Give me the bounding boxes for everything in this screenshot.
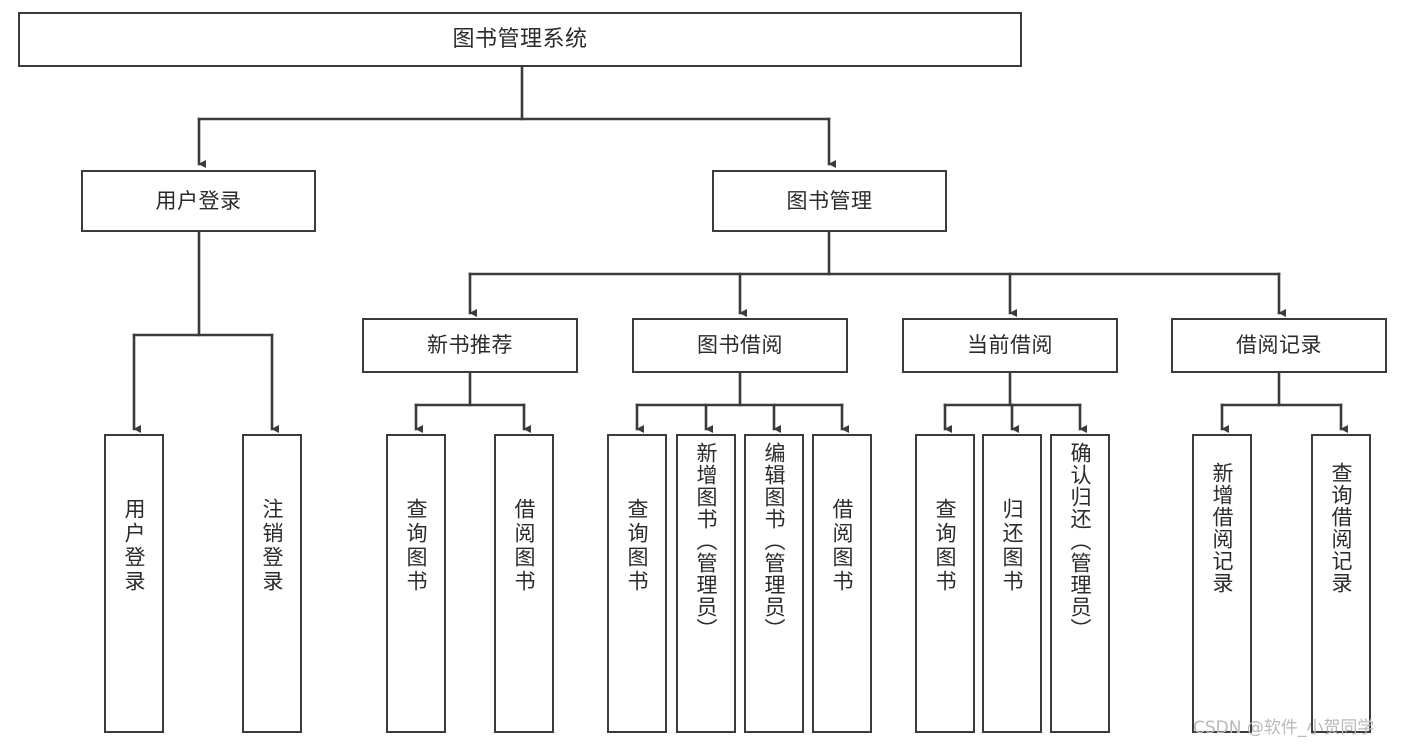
node-leaf-borrow-book-2[interactable]: 借阅图书 xyxy=(812,434,872,733)
node-leaf-query-book-2-label: 查询图书 xyxy=(625,498,650,594)
node-leaf-query-book-1[interactable]: 查询图书 xyxy=(386,434,446,733)
node-root-label: 图书管理系统 xyxy=(452,26,588,52)
node-leaf-query-book-1-label: 查询图书 xyxy=(404,498,429,594)
node-leaf-user-login[interactable]: 用户登录 xyxy=(104,434,164,733)
node-borrow-record-label: 借阅记录 xyxy=(1236,333,1322,358)
node-leaf-query-book-3[interactable]: 查询图书 xyxy=(915,434,975,733)
node-current-borrow[interactable]: 当前借阅 xyxy=(902,318,1118,373)
node-leaf-user-logout[interactable]: 注销登录 xyxy=(242,434,302,733)
node-leaf-add-record[interactable]: 新增借阅记录 xyxy=(1192,434,1252,733)
node-leaf-edit-book[interactable]: 编辑图书（管理员） xyxy=(744,434,804,733)
node-new-book-rec-label: 新书推荐 xyxy=(427,333,513,358)
node-leaf-add-book[interactable]: 新增图书（管理员） xyxy=(676,434,736,733)
node-leaf-user-logout-label: 注销登录 xyxy=(260,498,285,594)
node-new-book-rec[interactable]: 新书推荐 xyxy=(362,318,578,373)
node-leaf-return-book[interactable]: 归还图书 xyxy=(982,434,1042,733)
node-borrow-record[interactable]: 借阅记录 xyxy=(1171,318,1387,373)
node-leaf-confirm-return[interactable]: 确认归还（管理员） xyxy=(1050,434,1110,733)
node-current-borrow-label: 当前借阅 xyxy=(967,333,1053,358)
node-leaf-query-record-label: 查询借阅记录 xyxy=(1329,462,1354,594)
node-book-borrow[interactable]: 图书借阅 xyxy=(632,318,848,373)
node-leaf-return-book-label: 归还图书 xyxy=(1000,498,1025,594)
node-leaf-user-login-label: 用户登录 xyxy=(122,498,147,594)
node-leaf-add-book-label: 新增图书（管理员） xyxy=(694,442,719,640)
node-leaf-borrow-book-1-label: 借阅图书 xyxy=(512,498,537,594)
node-leaf-query-book-2[interactable]: 查询图书 xyxy=(607,434,667,733)
node-book-borrow-label: 图书借阅 xyxy=(697,333,783,358)
csdn-watermark: CSDN @软件_小贺同学 xyxy=(1193,718,1375,738)
node-leaf-borrow-book-1[interactable]: 借阅图书 xyxy=(494,434,554,733)
node-root[interactable]: 图书管理系统 xyxy=(18,12,1022,67)
node-leaf-add-record-label: 新增借阅记录 xyxy=(1210,462,1235,594)
node-user-login[interactable]: 用户登录 xyxy=(81,170,316,232)
node-leaf-query-record[interactable]: 查询借阅记录 xyxy=(1311,434,1371,733)
node-leaf-borrow-book-2-label: 借阅图书 xyxy=(830,498,855,594)
node-book-manage-label: 图书管理 xyxy=(786,188,873,213)
node-book-manage[interactable]: 图书管理 xyxy=(712,170,947,232)
node-user-login-label: 用户登录 xyxy=(155,188,242,213)
node-leaf-edit-book-label: 编辑图书（管理员） xyxy=(762,442,787,640)
node-leaf-confirm-return-label: 确认归还（管理员） xyxy=(1068,442,1093,640)
node-leaf-query-book-3-label: 查询图书 xyxy=(933,498,958,594)
